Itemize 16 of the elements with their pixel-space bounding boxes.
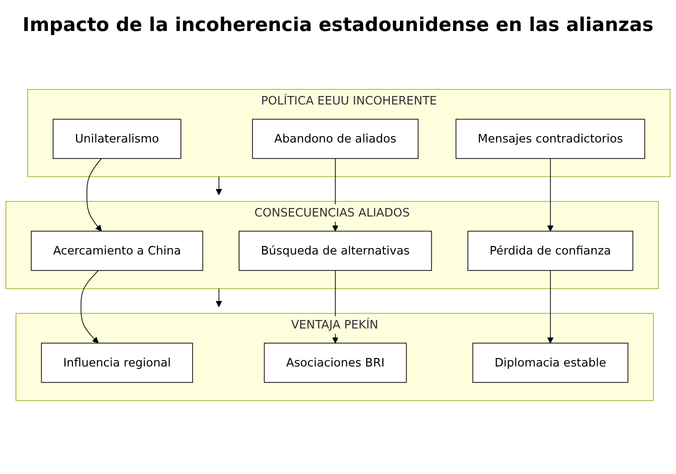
diagram-title: Impacto de la incoherencia estadounidense en las alianzas [22, 14, 654, 36]
node-box: Unilateralismo [52, 118, 182, 159]
arrow [547, 270, 554, 344]
node-box: Búsqueda de alternativas [238, 230, 432, 271]
node-box: Diplomacia estable [472, 342, 628, 383]
arrow [86, 158, 102, 232]
node-box: Asociaciones BRI [264, 342, 407, 383]
node-box: Acercamiento a China [30, 230, 204, 271]
node-box: Mensajes contradictorios [456, 118, 646, 159]
node-box: Pérdida de confianza [468, 230, 634, 271]
arrow [216, 176, 222, 196]
arrow [80, 270, 99, 344]
node-box: Abandono de aliados [252, 118, 419, 159]
arrow [216, 288, 222, 308]
node-box: Influencia regional [41, 342, 193, 383]
arrow [547, 158, 554, 232]
